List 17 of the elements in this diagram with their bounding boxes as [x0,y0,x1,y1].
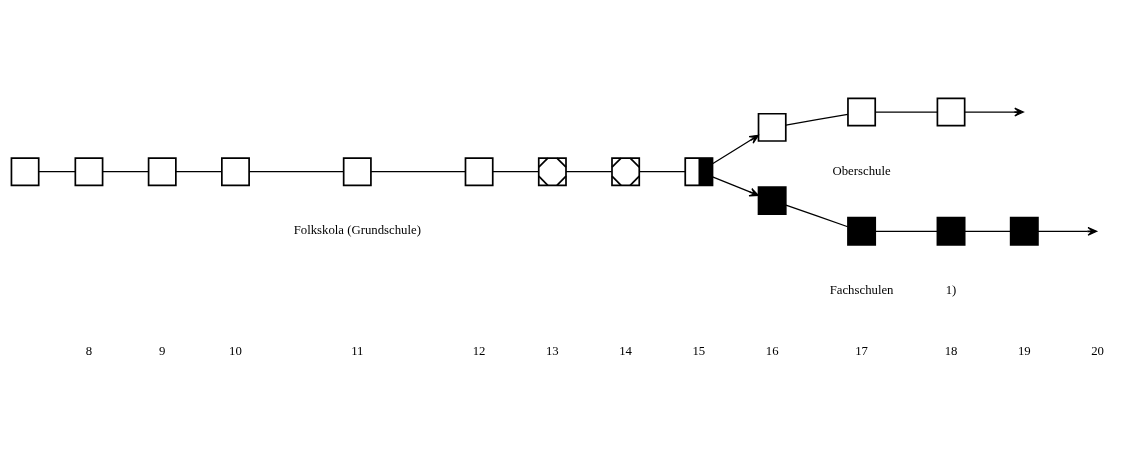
label: 17 [855,343,868,358]
label: 13 [545,343,559,358]
label: 15 [692,343,706,358]
label: Folkskola (Grundschule) [293,222,421,237]
label: Fachschulen [829,282,894,297]
label: 16 [765,343,779,358]
label: 11 [351,343,364,358]
label: 18 [944,343,958,358]
label: 10 [229,343,242,358]
label: Oberschule [832,163,891,178]
label: 9 [159,343,166,358]
label: 12 [472,343,486,358]
label: 8 [85,343,93,358]
label: 14 [619,343,633,358]
label: 1) [945,282,957,297]
label: 20 [1091,343,1104,358]
label: 19 [1017,343,1031,358]
